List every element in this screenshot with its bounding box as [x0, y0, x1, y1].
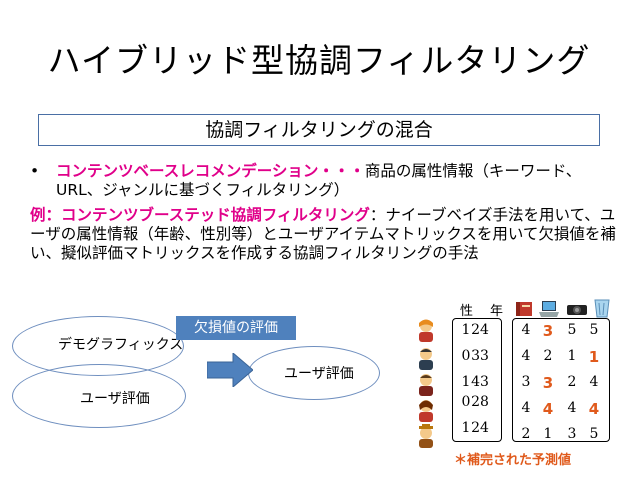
attr-sex-cell: 1	[461, 374, 471, 390]
attribute-matrix-bracket	[452, 318, 502, 442]
user-avatar-icon	[419, 374, 433, 396]
rating-cell: 3	[567, 426, 577, 442]
rating-cell: 2	[543, 348, 553, 364]
rating-cell: 1	[543, 426, 553, 442]
slide-title: ハイブリッド型協調フィルタリング	[47, 41, 591, 80]
attr-age-cell: 43	[471, 374, 489, 390]
rating-cell: 4	[589, 374, 599, 390]
user-avatar-icon	[419, 424, 433, 448]
user-rating-input-ellipse	[12, 364, 186, 428]
predicted-values-footnote: ＊補完された予測値	[454, 453, 572, 468]
example-text: 例：コンテンツブーステッド協調フィルタリング：ナイーブベイズ手法を用いて、ユーザ…	[30, 206, 616, 263]
attr-age-cell: 28	[471, 394, 489, 410]
attr-age-cell: 24	[471, 322, 489, 338]
example-body: ：ナイーブベイズ手法を用いて、ユーザの属性情報（年齢、性別等）とユーザアイテムマ…	[30, 206, 616, 262]
attr-sex-cell: 1	[461, 420, 471, 436]
header-age: 年	[490, 304, 504, 319]
attr-age-cell: 33	[471, 348, 489, 364]
example-paragraph: 例：コンテンツブーステッド協調フィルタリング：ナイーブベイズ手法を用いて、ユーザ…	[30, 206, 616, 263]
trash-can-icon	[594, 299, 610, 318]
rating-cell: 5	[589, 322, 599, 338]
rating-cell: 5	[567, 322, 577, 338]
attr-sex-cell: 0	[461, 394, 471, 410]
rating-cell-predicted: 4	[542, 400, 554, 418]
camera-icon	[567, 305, 587, 315]
rating-matrix-bracket	[512, 318, 610, 442]
rating-cell-predicted: 4	[588, 400, 600, 418]
user-avatar-icon	[419, 400, 433, 422]
rating-cell: 4	[521, 322, 531, 338]
user-avatar-icon	[419, 348, 433, 370]
rating-cell-predicted: 3	[542, 374, 554, 392]
right-arrow-icon	[207, 353, 253, 387]
rating-cell: 2	[567, 374, 577, 390]
attr-sex-cell: 0	[461, 348, 471, 364]
rating-cell-predicted: 3	[542, 322, 554, 340]
attr-age-cell: 24	[471, 420, 489, 436]
demographics-label: デモグラフィックス	[58, 337, 184, 353]
rating-cell: 5	[589, 426, 599, 442]
laptop-icon	[539, 301, 559, 317]
rating-cell: 4	[521, 348, 531, 364]
book-icon	[516, 302, 532, 316]
header-sex: 性	[460, 304, 474, 319]
rating-cell: 3	[521, 374, 531, 390]
bullet-highlight: コンテンツベースレコメンデーション・・・	[56, 162, 365, 180]
example-highlight: 例：コンテンツブーステッド協調フィルタリング	[30, 206, 370, 224]
bullet-body: 商品の属性情報（キーワード、URL、ジャンルに基づくフィルタリング）	[56, 162, 582, 199]
attr-sex-cell: 1	[461, 322, 471, 338]
bullet-marker: •	[30, 162, 40, 180]
rating-cell-predicted: 1	[588, 348, 600, 366]
bullet-text: コンテンツベースレコメンデーション・・・商品の属性情報（キーワード、URL、ジャ…	[56, 162, 616, 200]
rating-cell: 4	[567, 400, 577, 416]
user-rating-input-label: ユーザ評価	[80, 391, 150, 407]
subtitle-box: 協調フィルタリングの混合	[38, 114, 600, 146]
user-rating-output-label: ユーザ評価	[284, 366, 354, 382]
bullet-content-based: • コンテンツベースレコメンデーション・・・商品の属性情報（キーワード、URL、…	[30, 162, 616, 200]
rating-cell: 2	[521, 426, 531, 442]
missing-value-rating-box: 欠損値の評価	[176, 316, 296, 340]
user-avatar-icon	[419, 319, 433, 342]
rating-cell: 4	[521, 400, 531, 416]
rating-cell: 1	[567, 348, 577, 364]
